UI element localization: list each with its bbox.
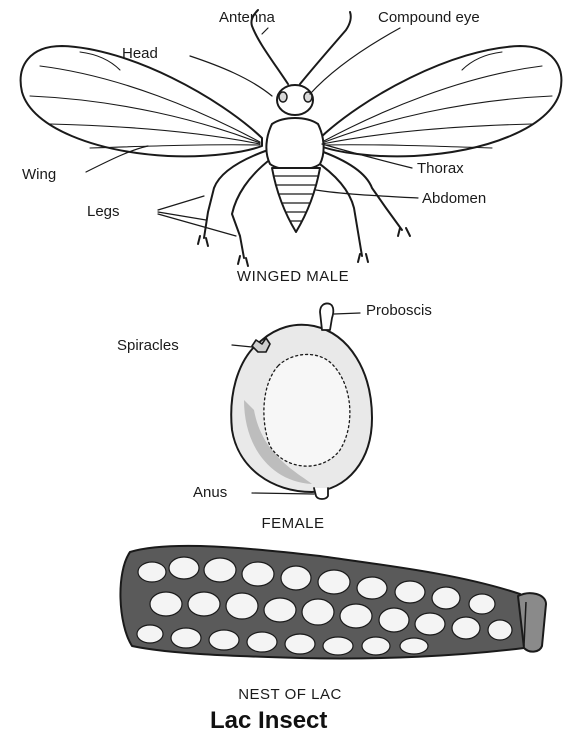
right-wing	[320, 46, 561, 156]
thorax-shape	[266, 118, 323, 170]
proboscis-shape	[320, 303, 333, 330]
label-head: Head	[122, 45, 158, 62]
label-anus: Anus	[193, 484, 227, 501]
label-antenna: Antenna	[219, 9, 275, 26]
caption-nest-of-lac: NEST OF LAC	[200, 686, 380, 703]
anus-shape	[314, 488, 328, 499]
label-thorax: Thorax	[417, 160, 464, 177]
label-wing: Wing	[22, 166, 56, 183]
female-drawing	[231, 303, 372, 499]
left-wing	[21, 46, 262, 156]
winged-male-drawing	[21, 10, 562, 266]
label-abdomen: Abdomen	[422, 190, 486, 207]
female-inner-body	[264, 354, 350, 466]
label-proboscis: Proboscis	[366, 302, 432, 319]
lac-nest-drawing	[120, 546, 546, 659]
caption-winged-male: WINGED MALE	[196, 268, 390, 285]
figure-title: Lac Insect	[210, 708, 327, 734]
label-legs: Legs	[87, 203, 120, 220]
caption-female: FEMALE	[230, 515, 356, 532]
compound-eye-left	[279, 92, 287, 102]
right-antenna	[300, 12, 351, 84]
label-spiracles: Spiracles	[117, 337, 179, 354]
abdomen-shape	[272, 168, 320, 232]
label-compound-eye: Compound eye	[378, 9, 480, 26]
